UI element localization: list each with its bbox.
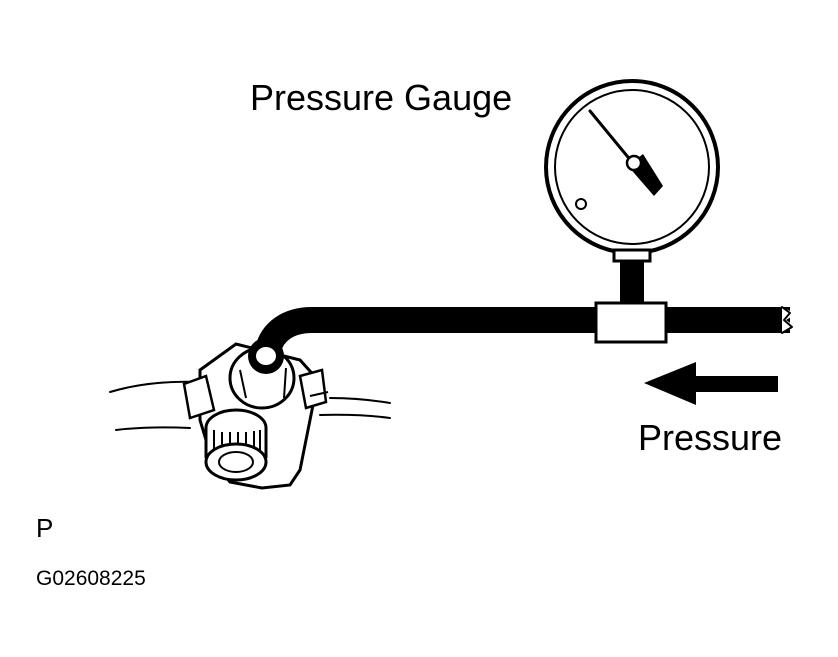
pressure-gauge-icon — [544, 79, 720, 255]
pressure-label: Pressure — [638, 417, 782, 458]
valve-fitting-icon — [182, 338, 329, 490]
knurled-cap — [204, 408, 268, 482]
gauge-screw-icon — [575, 198, 587, 210]
left-arrow-icon — [644, 362, 778, 405]
gauge-needle — [588, 109, 634, 164]
figure-code-label: G02608225 — [36, 567, 146, 590]
gauge-stem — [612, 248, 652, 304]
view-code-label: P — [36, 513, 53, 543]
gauge-needle-pivot — [625, 154, 643, 172]
tee-fitting — [594, 301, 668, 344]
fuel-hose — [255, 306, 796, 354]
pressure-gauge-label: Pressure Gauge — [250, 77, 512, 118]
